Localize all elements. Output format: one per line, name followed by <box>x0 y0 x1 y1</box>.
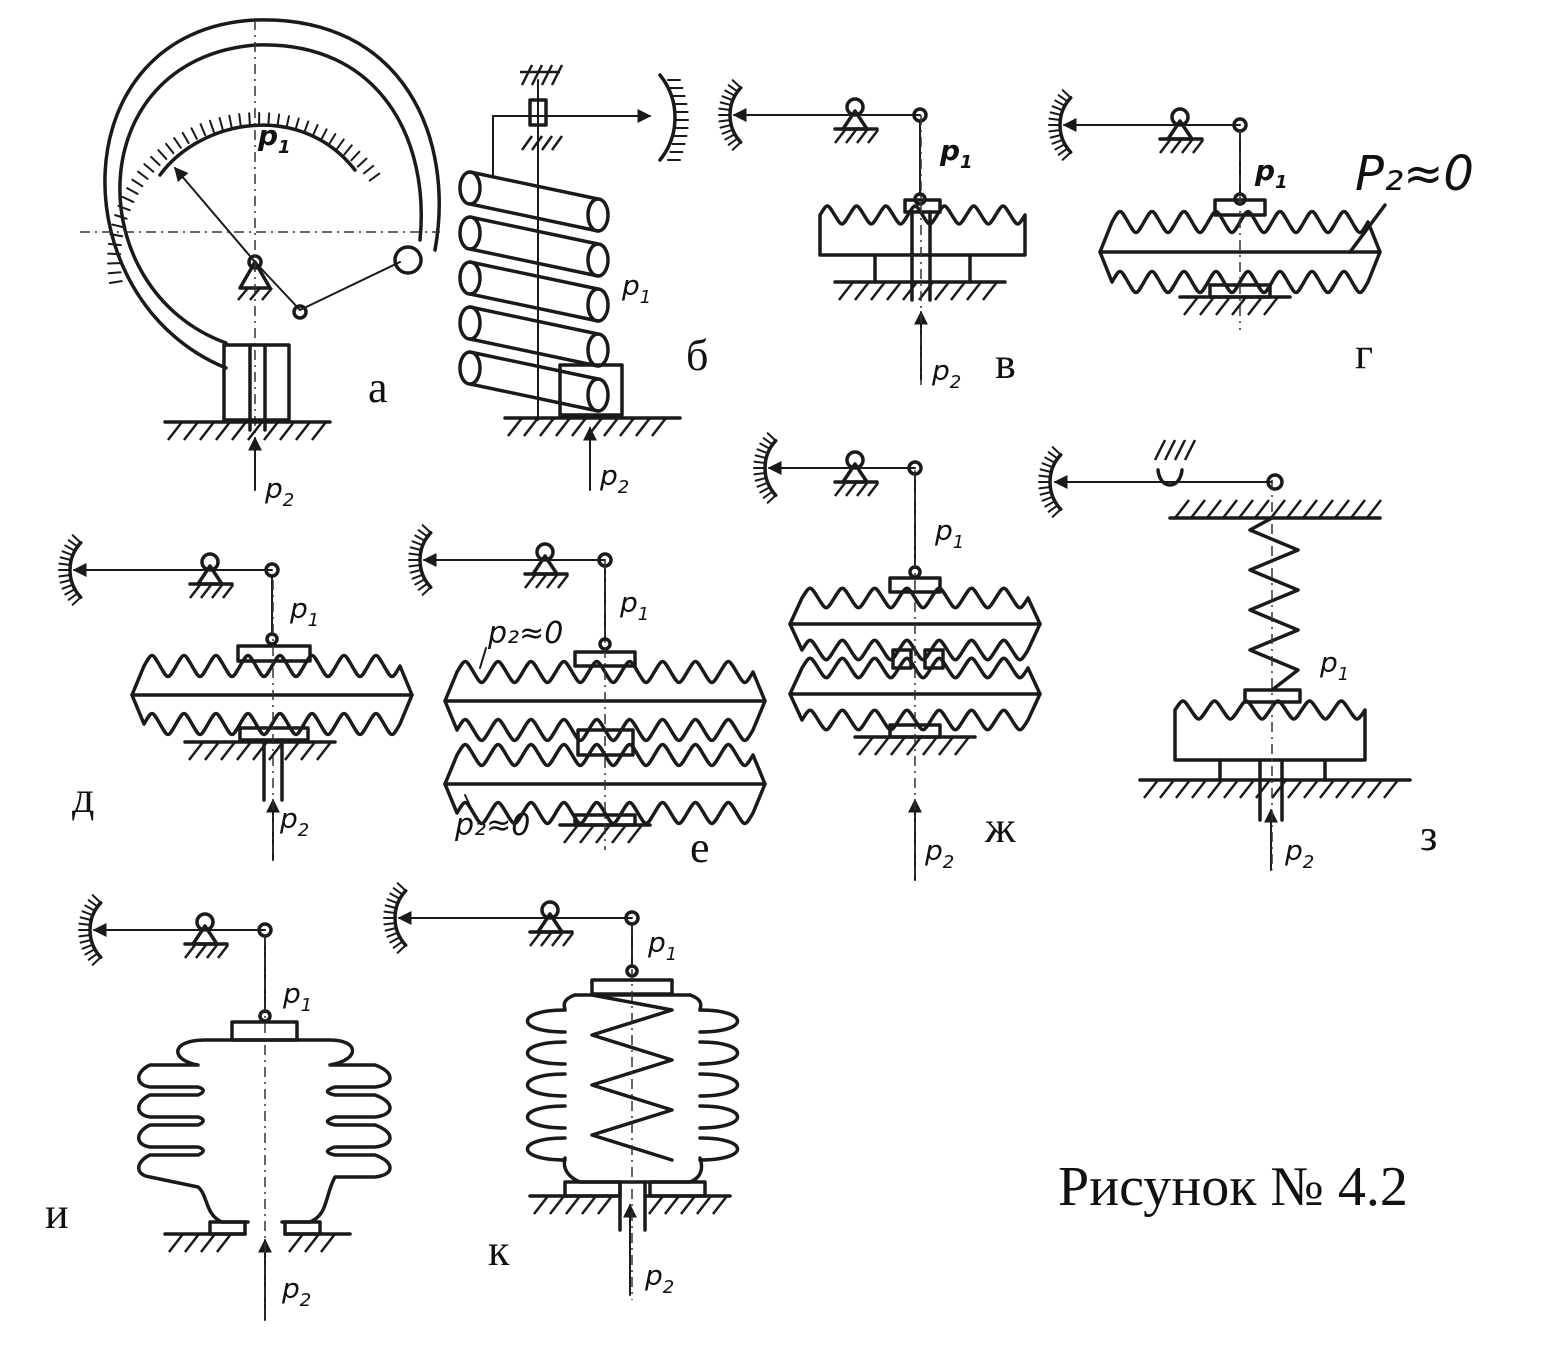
fig-d-label: д <box>72 773 94 822</box>
helical-coils <box>458 170 610 413</box>
fig-b-p1-sub: 1 <box>640 287 651 308</box>
pointer-arrow <box>174 166 256 263</box>
fig-k-p1-var: p <box>647 926 666 959</box>
fig-zh-p1-var: p <box>934 514 953 547</box>
fig-z-p1-sub: 1 <box>1338 664 1349 685</box>
fig-zh-label: ж <box>984 803 1016 852</box>
fig-i-p2-sub: 2 <box>300 1290 311 1311</box>
fig-i-p1-sub: 1 <box>301 995 312 1016</box>
fig-b-helical-tube: p1 p2 б <box>458 64 708 498</box>
fig-g-p1-var: p <box>1254 154 1275 187</box>
svg-text:p2: p2 <box>924 834 954 873</box>
fig-i-label: и <box>45 1189 69 1238</box>
fig-v-label: в <box>995 339 1016 388</box>
fig-a-p1-sub: 1 <box>278 137 291 158</box>
fig-zh-p1-sub: 1 <box>953 532 964 553</box>
fig-d-p1-sub: 1 <box>308 610 319 631</box>
fig-g-p2-zero: P₂≈0 <box>1355 146 1474 202</box>
fig-b-label: б <box>686 331 708 380</box>
fig-d-membrane-box: p1 p2 д <box>58 534 414 861</box>
fig-e-p1-var: p <box>619 586 638 619</box>
fig-i-bellows: p1 p2 и <box>45 894 392 1321</box>
fig-a-label: а <box>368 363 388 412</box>
fig-g-label: г <box>1355 329 1373 378</box>
tube-end-circle <box>393 245 423 275</box>
svg-text:p1: p1 <box>1319 646 1349 685</box>
fig-e-p2-zero-top: p₂≈0 <box>487 616 563 651</box>
fig-k-bellows-with-spring: p1 p2 к <box>383 882 740 1300</box>
fig-e-two-membrane-boxes: p1 p₂≈0 p₂≈0 е <box>408 524 767 872</box>
fig-z-label: з <box>1420 811 1437 860</box>
fig-e-label: е <box>690 823 710 872</box>
fig-v-p1-var: p <box>939 134 960 167</box>
fig-zh-p2-var: p <box>924 834 943 867</box>
svg-text:p1: p1 <box>939 134 973 173</box>
fig-a-p2-sub: 2 <box>283 490 294 511</box>
svg-text:p2: p2 <box>264 472 294 511</box>
svg-text:p1: p1 <box>289 592 319 631</box>
fig-a-p1-var: p <box>257 119 278 152</box>
fig-v-p2-var: p <box>931 354 950 387</box>
fig-zh-p2-sub: 2 <box>943 852 954 873</box>
svg-text:p2: p2 <box>931 354 961 393</box>
svg-text:p2: p2 <box>281 1272 311 1311</box>
scale-arc <box>158 123 357 177</box>
scale-ticks <box>107 112 381 284</box>
fig-z-p2-sub: 2 <box>1303 852 1314 873</box>
fig-i-p1-var: p <box>282 977 301 1010</box>
svg-text:p1: p1 <box>619 586 649 625</box>
fig-v-single-membrane: p1 p2 в <box>718 79 1027 393</box>
fig-b-p2-sub: 2 <box>618 477 629 498</box>
svg-text:p1: p1 <box>1254 154 1288 193</box>
fig-v-p1-sub: 1 <box>960 152 973 173</box>
svg-text:p1: p1 <box>621 269 651 308</box>
svg-text:p2: p2 <box>599 459 629 498</box>
fig-e-p1-sub: 1 <box>638 604 649 625</box>
svg-text:p1: p1 <box>257 119 291 158</box>
fig-a-bourdon-gauge: p1 p2 а <box>80 18 441 511</box>
svg-text:p2: p2 <box>279 802 309 841</box>
fig-g-p1-sub: 1 <box>1275 172 1288 193</box>
fig-z-p1-var: p <box>1319 646 1338 679</box>
fig-k-label: к <box>488 1226 510 1275</box>
svg-text:p1: p1 <box>934 514 964 553</box>
fig-z-membrane-with-spring: p1 p2 з <box>1038 439 1437 873</box>
fig-b-p1-var: p <box>621 269 640 302</box>
svg-text:p1: p1 <box>647 926 677 965</box>
fig-i-p2-var: p <box>281 1272 300 1305</box>
fig-z-p2-var: p <box>1284 834 1303 867</box>
svg-text:p1: p1 <box>282 977 312 1016</box>
fig-b-p2-var: p <box>599 459 618 492</box>
svg-text:p2: p2 <box>1284 834 1314 873</box>
fig-v-p2-sub: 2 <box>950 372 961 393</box>
fig-zh-two-membrane-boxes: p1 p2 ж <box>753 432 1042 881</box>
fig-e-p2-zero-bottom: p₂≈0 <box>454 808 530 843</box>
fig-k-p1-sub: 1 <box>666 944 677 965</box>
fig-d-p2-sub: 2 <box>298 820 309 841</box>
fig-d-p2-var: p <box>279 802 298 835</box>
fig-d-p1-var: p <box>289 592 308 625</box>
fig-k-p2-var: p <box>644 1259 663 1292</box>
scale-arc <box>658 73 677 162</box>
figure-caption: Рисунок № 4.2 <box>1058 1156 1408 1218</box>
fig-k-p2-sub: 2 <box>663 1277 674 1298</box>
fig-a-p2-var: p <box>264 472 283 505</box>
fig-g-membrane-box: p1 P₂≈0 г <box>1048 89 1474 378</box>
svg-text:p2: p2 <box>644 1259 674 1298</box>
